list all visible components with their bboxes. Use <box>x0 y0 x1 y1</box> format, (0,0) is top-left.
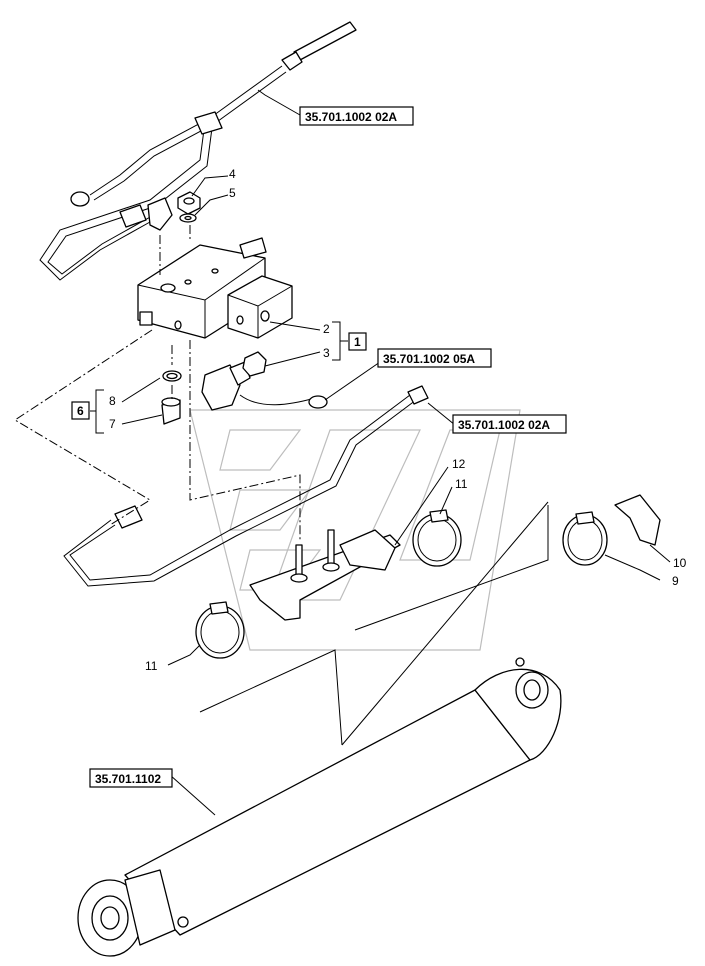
bracket-part-12 <box>249 529 401 621</box>
cylinder-leader-lines <box>199 501 549 746</box>
callout-9: 9 <box>672 574 679 588</box>
callout-leaders <box>121 89 671 816</box>
callout-12: 12 <box>452 457 466 471</box>
washer-part-5 <box>179 213 197 223</box>
hydraulic-cylinder <box>77 657 562 957</box>
hydraulic-pipe-lower <box>63 385 429 587</box>
callout-3: 3 <box>323 346 330 360</box>
callout-8: 8 <box>109 394 116 408</box>
hose-clamp-part-11-right <box>412 509 462 567</box>
callout-5: 5 <box>229 186 236 200</box>
valve-block <box>137 237 293 339</box>
svg-text:1: 1 <box>354 335 361 349</box>
group-label-1[interactable]: 1 <box>348 332 367 351</box>
dashed-guide-lines <box>14 225 301 540</box>
clip-part-10 <box>614 494 661 546</box>
hydraulic-pipe-top <box>39 21 357 281</box>
nut-part-3 <box>242 351 267 377</box>
group-6-bracket <box>90 389 104 434</box>
callout-7: 7 <box>109 417 116 431</box>
callout-2: 2 <box>323 322 330 336</box>
ref-label-right[interactable]: 35.701.1002 02A <box>452 414 567 434</box>
svg-text:35.701.1002 02A: 35.701.1002 02A <box>458 418 550 432</box>
callout-11-right: 11 <box>455 477 468 491</box>
seal-part-8 <box>162 370 182 382</box>
hose-clamp-part-11-left <box>195 601 245 659</box>
hose-clamp-part-9 <box>562 511 608 566</box>
nut-part-4 <box>177 191 201 215</box>
ref-label-sensor[interactable]: 35.701.1002 05A <box>377 348 492 368</box>
svg-text:35.701.1102: 35.701.1102 <box>95 772 161 786</box>
plug-part-7 <box>161 397 181 425</box>
ref-label-cylinder[interactable]: 35.701.1102 <box>89 768 173 788</box>
group-label-6[interactable]: 6 <box>71 401 90 420</box>
callout-10: 10 <box>673 556 687 570</box>
svg-text:6: 6 <box>77 404 84 418</box>
callout-11-left: 11 <box>145 659 158 673</box>
group-1-bracket <box>332 321 348 361</box>
svg-text:35.701.1002 02A: 35.701.1002 02A <box>305 110 397 124</box>
callout-4: 4 <box>229 167 236 181</box>
svg-text:35.701.1002 05A: 35.701.1002 05A <box>383 352 475 366</box>
ref-label-top[interactable]: 35.701.1002 02A <box>299 106 414 126</box>
